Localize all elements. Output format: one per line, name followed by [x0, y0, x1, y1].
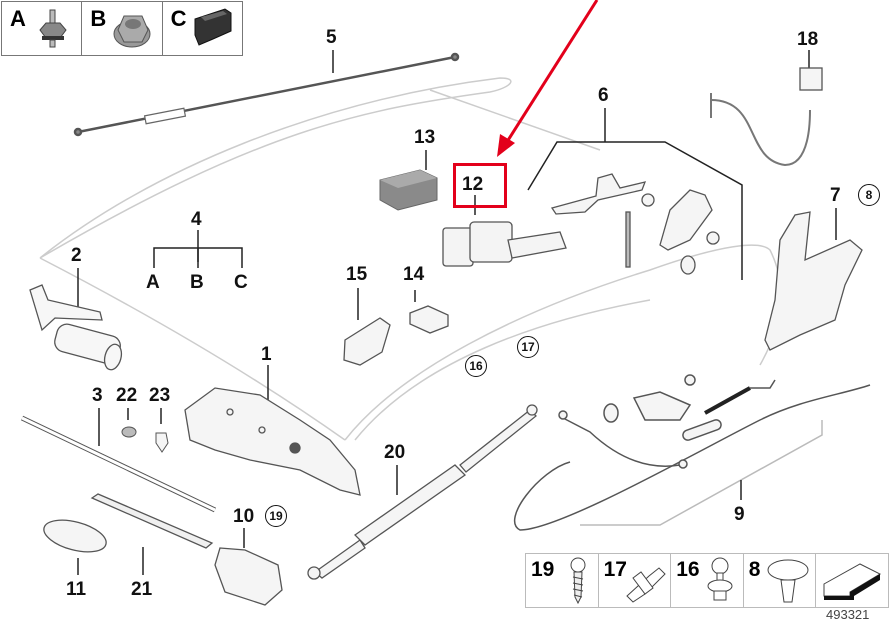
flange-nut-icon: [113, 15, 151, 48]
part-12-switch: [442, 221, 567, 267]
ball-stud-icon: [707, 557, 733, 601]
legend-item-16[interactable]: 16: [671, 554, 744, 607]
fastener-legend-top: A B C: [1, 1, 243, 56]
circled-ref-16[interactable]: 16: [465, 355, 487, 377]
part-label-6[interactable]: 6: [598, 85, 609, 106]
legend-item-b[interactable]: B: [82, 2, 163, 55]
fastener-legend-bottom: 19 17 16 8: [525, 553, 889, 608]
part-label-2[interactable]: 2: [71, 245, 82, 266]
legend-item-arrow[interactable]: [816, 554, 888, 607]
arrow-indicator-icon: [823, 563, 882, 600]
part-label-1[interactable]: 1: [261, 344, 272, 365]
part-label-4b[interactable]: B: [190, 272, 204, 293]
legend-item-c[interactable]: C: [163, 2, 242, 55]
part-label-13[interactable]: 13: [414, 127, 436, 148]
highlight-box-part-12: [453, 163, 507, 208]
legend-key: 19: [531, 558, 555, 581]
part-18-sensor: [710, 67, 823, 167]
rubber-cap-icon: [194, 8, 232, 46]
legend-key: 16: [676, 558, 700, 581]
circled-ref-17[interactable]: 17: [517, 336, 539, 358]
part-14-pad: [409, 305, 449, 334]
legend-item-8[interactable]: 8: [744, 554, 817, 607]
part-label-4a[interactable]: A: [146, 272, 160, 293]
part-label-9[interactable]: 9: [734, 504, 745, 525]
part-6-levers: [550, 173, 720, 275]
legend-item-19[interactable]: 19: [526, 554, 599, 607]
part-7-latch: [764, 211, 863, 351]
legend-key: B: [90, 6, 107, 31]
legend-key: 8: [748, 558, 761, 581]
part-13-block: [379, 169, 438, 211]
part-2-motor: [29, 284, 123, 371]
part-label-20[interactable]: 20: [384, 442, 406, 463]
part-1-assembly: [184, 387, 361, 496]
part-label-11[interactable]: 11: [66, 579, 87, 600]
part-21-strip: [90, 493, 214, 549]
part-label-14[interactable]: 14: [403, 264, 425, 285]
part-5-rod: [73, 52, 460, 137]
legend-key: A: [10, 6, 26, 31]
part-label-3[interactable]: 3: [92, 385, 103, 406]
part-label-12[interactable]: 12: [462, 174, 484, 195]
part-label-15[interactable]: 15: [346, 264, 368, 285]
part-label-10[interactable]: 10: [233, 506, 255, 527]
diagram-number: 493321: [826, 607, 870, 622]
part-label-23[interactable]: 23: [149, 385, 171, 406]
pointer-arrow: [497, 0, 599, 157]
part-label-4[interactable]: 4: [191, 209, 202, 230]
expanding-rivet-icon: [767, 559, 809, 603]
part-label-5[interactable]: 5: [326, 27, 337, 48]
part-20-strut: [307, 404, 538, 580]
leader-lines: [77, 50, 837, 575]
pin-icon: [625, 567, 666, 603]
legend-item-17[interactable]: 17: [599, 554, 672, 607]
part-label-21[interactable]: 21: [131, 579, 153, 600]
part-22-grommet: [121, 426, 137, 438]
part-23-pin: [155, 432, 169, 453]
circled-ref-19[interactable]: 19: [265, 505, 287, 527]
part-10-bracket: [214, 547, 283, 606]
part-11-plate: [43, 519, 107, 553]
legend-key: C: [170, 6, 187, 31]
part-9-cable: [513, 374, 871, 531]
part-label-4c[interactable]: C: [234, 272, 248, 293]
legend-item-a[interactable]: A: [2, 2, 83, 55]
legend-key: 17: [603, 558, 627, 581]
part-label-22[interactable]: 22: [116, 385, 138, 406]
part-15-bracket: [343, 317, 391, 366]
screw-icon: [570, 557, 586, 605]
part-label-18[interactable]: 18: [797, 29, 819, 50]
stud-bolt-icon: [39, 9, 67, 48]
circled-ref-8[interactable]: 8: [858, 184, 880, 206]
part-label-7[interactable]: 7: [830, 185, 841, 206]
